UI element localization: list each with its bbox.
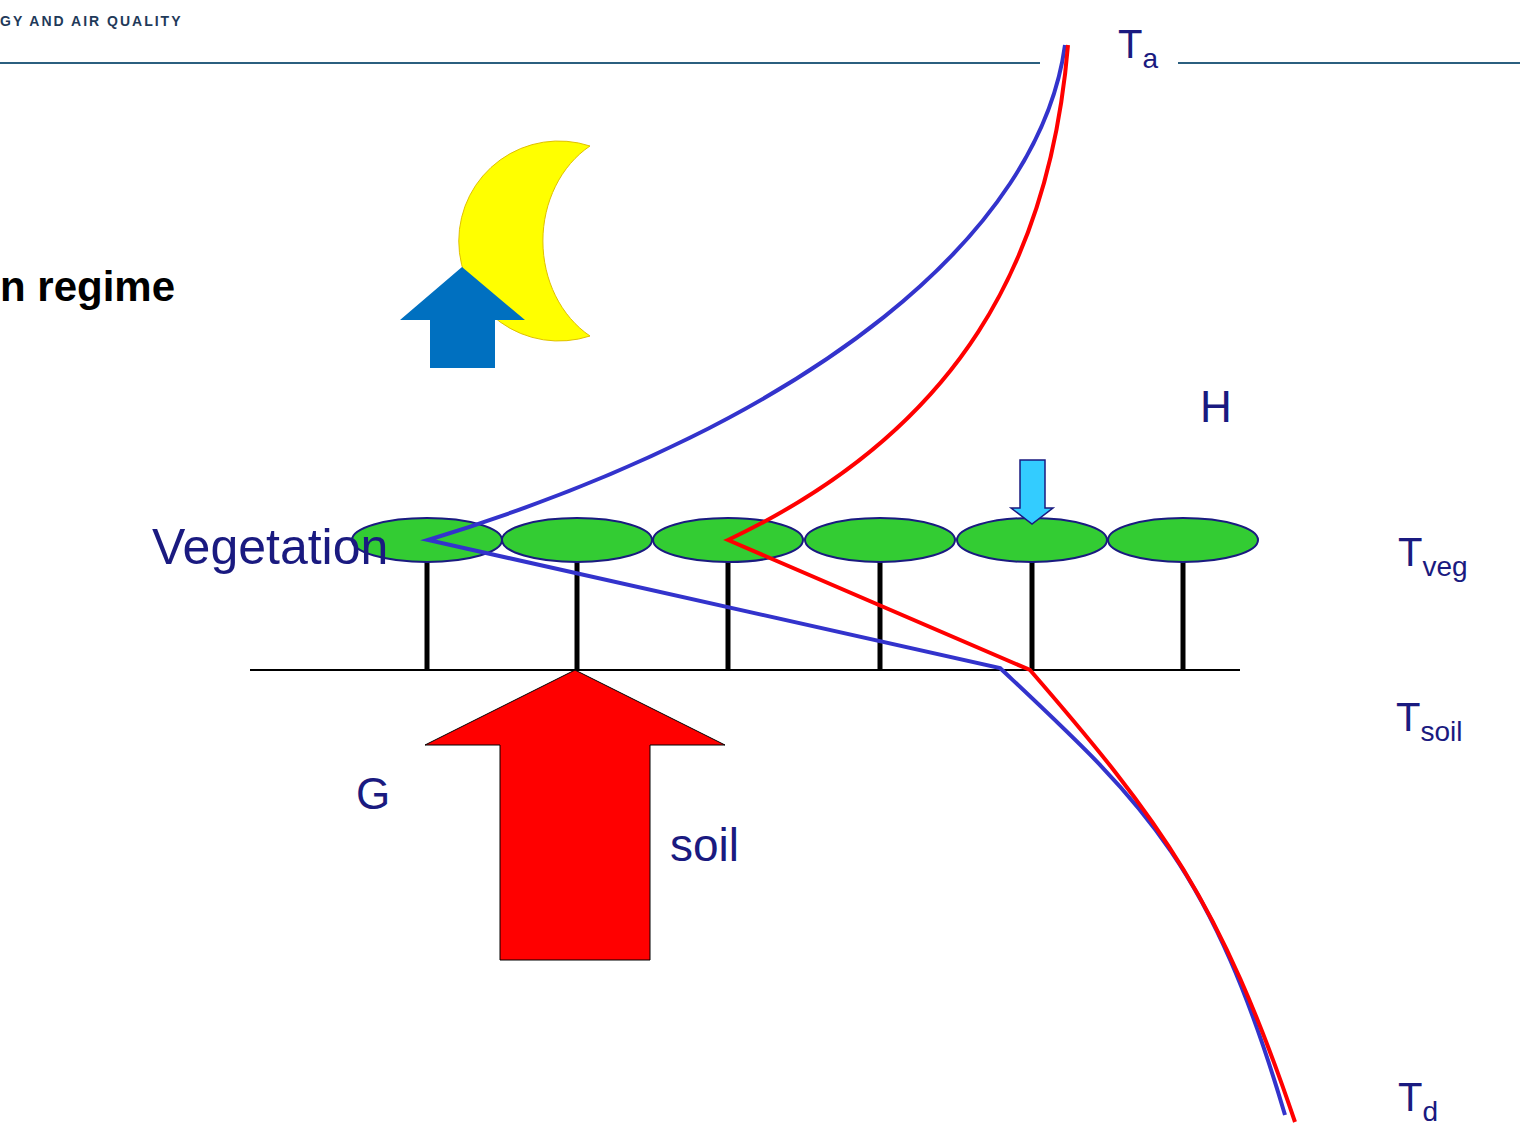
radiation-arrow [400, 267, 525, 368]
temperature-label: Td [1398, 1077, 1438, 1117]
header-text: GY AND AIR QUALITY [0, 14, 183, 28]
header-rule [1178, 62, 1520, 64]
flux-label: G [356, 772, 390, 816]
temperature-label: Tsoil [1396, 697, 1462, 737]
part-label: Vegetation [152, 522, 388, 572]
temperature-label: Ta [1118, 24, 1158, 64]
flux-label: H [1200, 385, 1232, 429]
temperature-label: Tveg [1398, 532, 1468, 572]
heat-flux-arrow [1011, 460, 1053, 524]
slide-title: n regime [0, 266, 175, 308]
soil-heat-arrow [425, 670, 725, 960]
temperature-profile [728, 45, 1295, 1122]
ground-line [250, 669, 1240, 671]
part-label: soil [670, 822, 739, 868]
header-rule [0, 62, 1040, 64]
temperature-profile [428, 45, 1285, 1115]
